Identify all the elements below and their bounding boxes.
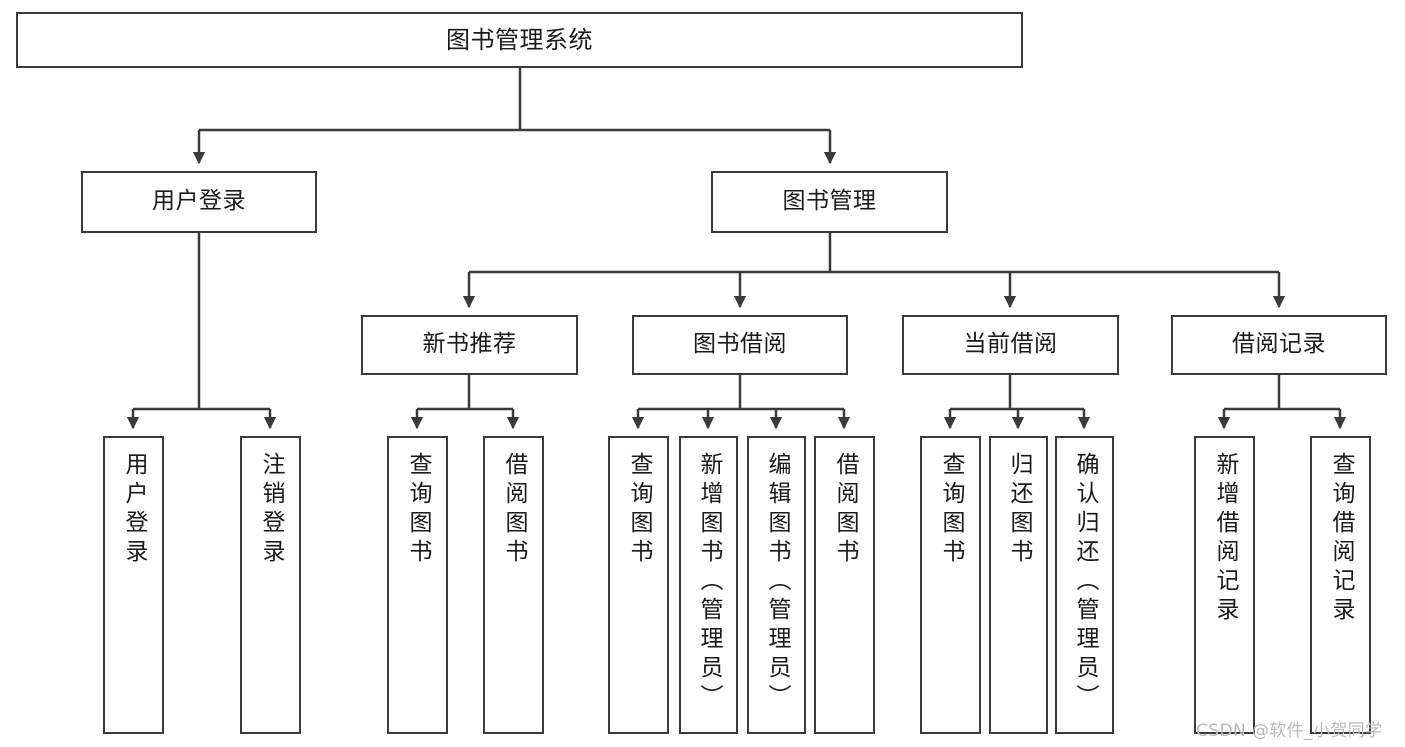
node-leaf-query-book-3[interactable]: 查询图书	[920, 436, 981, 734]
node-label: 新增图书（管理员）	[696, 452, 722, 713]
csdn-watermark: CSDN @软件_小贺同学	[1196, 721, 1383, 741]
node-book-manage[interactable]: 图书管理	[711, 171, 948, 233]
node-leaf-query-book-1[interactable]: 查询图书	[387, 436, 448, 734]
node-leaf-query-book-2[interactable]: 查询图书	[608, 436, 669, 734]
node-leaf-borrow-book-1[interactable]: 借阅图书	[483, 436, 544, 734]
node-borrow-record[interactable]: 借阅记录	[1171, 315, 1387, 375]
node-label: 当前借阅	[963, 331, 1058, 358]
node-root[interactable]: 图书管理系统	[16, 12, 1023, 68]
node-leaf-confirm-return[interactable]: 确认归还（管理员）	[1055, 436, 1114, 734]
node-new-book-rec[interactable]: 新书推荐	[361, 315, 578, 375]
node-label: 用户登录	[121, 452, 147, 568]
node-label: 图书管理	[782, 188, 877, 215]
node-book-borrow[interactable]: 图书借阅	[632, 315, 848, 375]
node-leaf-add-book[interactable]: 新增图书（管理员）	[679, 436, 738, 734]
node-label: 新增借阅记录	[1212, 452, 1238, 626]
node-label: 新书推荐	[422, 331, 517, 358]
node-user-login[interactable]: 用户登录	[81, 171, 317, 233]
node-leaf-user-logout[interactable]: 注销登录	[240, 436, 301, 734]
node-label: 图书借阅	[693, 331, 787, 358]
node-label: 确认归还（管理员）	[1072, 452, 1098, 713]
node-label: 查询图书	[938, 452, 964, 568]
node-label: 编辑图书（管理员）	[764, 452, 790, 713]
node-leaf-edit-book[interactable]: 编辑图书（管理员）	[747, 436, 806, 734]
node-label: 查询借阅记录	[1328, 452, 1354, 626]
node-leaf-add-record[interactable]: 新增借阅记录	[1194, 436, 1255, 734]
node-current-borrow[interactable]: 当前借阅	[902, 315, 1119, 375]
node-label: 借阅图书	[501, 452, 527, 568]
node-label: 注销登录	[258, 452, 284, 568]
node-leaf-return-book[interactable]: 归还图书	[989, 436, 1048, 734]
node-leaf-borrow-book-2[interactable]: 借阅图书	[814, 436, 875, 734]
node-label: 查询图书	[405, 452, 431, 568]
node-label: 归还图书	[1006, 452, 1032, 568]
node-label: 图书管理系统	[446, 25, 593, 54]
node-label: 查询图书	[626, 452, 652, 568]
node-label: 用户登录	[152, 188, 246, 215]
node-label: 借阅图书	[832, 452, 858, 568]
node-leaf-query-record[interactable]: 查询借阅记录	[1310, 436, 1371, 734]
node-leaf-user-login[interactable]: 用户登录	[103, 436, 164, 734]
node-label: 借阅记录	[1232, 331, 1326, 358]
